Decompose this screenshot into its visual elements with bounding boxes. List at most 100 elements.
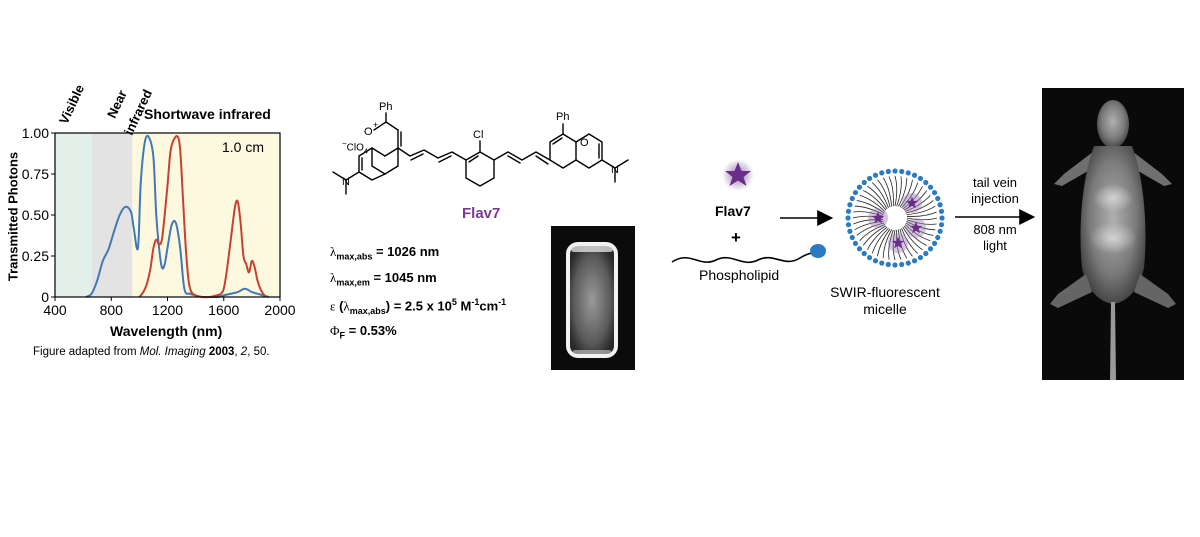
chart-region-1 — [91, 133, 133, 297]
micelle-tail — [853, 211, 884, 217]
micelle-head — [927, 246, 934, 252]
micelle-scheme — [671, 159, 1036, 268]
bond-nme-right-b — [614, 159, 629, 169]
micelle-tail — [859, 194, 886, 212]
micelle-head — [852, 189, 859, 196]
flav7-star-icon — [905, 196, 919, 209]
x-tick-label: 1600 — [208, 302, 239, 318]
micelle-head — [872, 172, 879, 178]
micelle-head — [879, 260, 885, 266]
y-tick-label: 0 — [41, 289, 49, 305]
micelle-tail — [877, 228, 891, 257]
bond-chain-right — [493, 151, 551, 161]
region-label-swir: Shortwave infrared — [144, 106, 271, 122]
molecule-name: Flav7 — [462, 205, 501, 222]
micelle-tail — [904, 224, 931, 242]
chart-region-0 — [55, 133, 92, 297]
flav7-star-icon — [891, 236, 905, 249]
micelle-head — [879, 170, 885, 176]
micelle-tail — [901, 182, 919, 209]
quantum-yield: ΦF = 0.53% — [330, 323, 397, 341]
micelle-head — [861, 250, 867, 257]
micelle-tail — [856, 200, 885, 214]
micelle-tail — [877, 179, 891, 208]
chart-region-2 — [132, 133, 280, 297]
micelle-tail — [906, 219, 937, 225]
flav7-star-icon — [909, 221, 923, 234]
micelle-head — [866, 175, 873, 182]
extinction-coefficient: ε (λmax,abs) = 2.5 x 105 M-1cm-1 — [330, 297, 507, 316]
bond-nme-left-b — [332, 171, 347, 181]
micelle-head — [939, 215, 945, 221]
micelle-head — [885, 168, 891, 175]
phospholipid-tail — [671, 251, 819, 264]
bond-double — [552, 137, 563, 145]
chart-lines — [85, 134, 270, 299]
micelle-head — [856, 246, 863, 252]
cuvette-image — [551, 226, 635, 370]
micelle-head — [911, 258, 918, 264]
bond-right-pyran — [549, 133, 577, 169]
micelle-label: SWIR-fluorescent micelle — [830, 284, 940, 317]
micelle-head — [935, 234, 941, 241]
micelle-tail — [882, 229, 892, 259]
micelle-head — [923, 179, 929, 186]
figure-citation: Figure adapted from Mol. Imaging 2003, 2… — [33, 346, 270, 358]
micelle-head — [905, 170, 911, 176]
micelle-head — [931, 189, 938, 196]
chart-regions — [55, 133, 280, 297]
micelle-tail — [905, 222, 934, 236]
micelle-head — [892, 262, 898, 268]
micelle-head — [872, 258, 879, 264]
micelle-tail — [867, 226, 888, 250]
micelle-tail — [899, 179, 913, 208]
micelle-head — [866, 254, 873, 261]
micelle-tail — [896, 176, 902, 207]
flav7-structure: Ph Ph O + O Cl N N — [332, 101, 629, 195]
x-tick-label: 400 — [43, 302, 67, 318]
micelle-tail — [859, 224, 886, 241]
scheme-plus: + — [731, 228, 741, 247]
bond-left-benzene — [371, 147, 399, 175]
micelle-tail — [897, 229, 908, 259]
micelle-head — [923, 250, 929, 257]
micelle-tail — [905, 200, 934, 214]
micelle-head — [917, 254, 924, 261]
y-axis-label: Transmitted Photons — [5, 151, 21, 282]
atom-o-right: O — [580, 137, 589, 149]
mouse-swir-image — [1042, 88, 1184, 380]
micelle-tail — [901, 227, 918, 254]
micelle-head — [885, 261, 891, 268]
counterion: −ClO4 — [342, 139, 368, 156]
bond-double — [507, 155, 521, 164]
star-shape — [725, 162, 751, 186]
lambda-max-em: λmax,em = 1045 nm — [330, 270, 437, 288]
micelle-tail — [899, 228, 913, 257]
atom-o-plus: + — [373, 120, 378, 130]
micelle-head — [849, 195, 855, 202]
micelle-head — [905, 260, 911, 266]
atom-ph-left: Ph — [379, 101, 392, 113]
micelle-tail — [898, 177, 908, 207]
micelle-tail — [906, 221, 936, 231]
micelle-tail — [902, 226, 923, 251]
bond-right-benzene — [575, 133, 603, 169]
injection-label: tail vein injection — [971, 175, 1019, 206]
micelle-head — [917, 175, 924, 182]
x-tick-label: 1200 — [152, 302, 183, 318]
micelle-head — [845, 222, 852, 228]
micelle-tail — [906, 211, 937, 217]
micelle — [845, 168, 945, 268]
bond-cyclohexene — [465, 151, 495, 187]
micelle-head — [847, 228, 853, 234]
bond-double — [535, 155, 549, 165]
micelle-head — [849, 234, 855, 241]
micelle-tail — [872, 182, 889, 209]
lambda-max-abs: λmax,abs = 1026 nm — [330, 244, 440, 262]
micelle-tail — [862, 225, 887, 246]
micelle-head — [845, 208, 852, 214]
x-axis-label: Wavelength (nm) — [110, 323, 223, 339]
scheme-flav7-label: Flav7 — [715, 203, 751, 219]
